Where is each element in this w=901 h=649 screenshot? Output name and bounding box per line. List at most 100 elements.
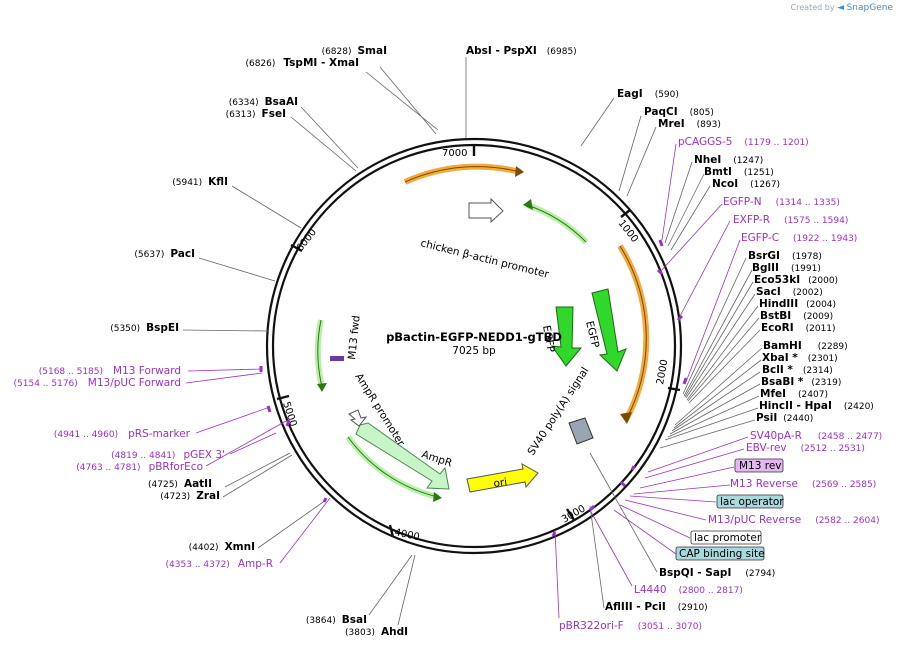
site-xbai-name: XbaI *	[762, 352, 798, 364]
primer-sv40par: SV40pA-R (2458 .. 2477)	[750, 430, 882, 442]
site-xbai: XbaI *(2301)	[762, 352, 838, 364]
site-bglii: BglII(1991)	[752, 262, 821, 274]
primer-egfpc: EGFP-C(1922 .. 1943)	[741, 232, 857, 244]
site-mrei-pos: (893)	[697, 120, 721, 130]
site-pspxi-name: PspXI	[503, 45, 536, 57]
feature-arc-orange-top-line	[404, 166, 521, 183]
site-hincii: HincII - HpaI(2420)	[759, 400, 874, 412]
site-leaders	[182, 57, 763, 626]
site-eco53ki-name: Eco53kI	[754, 274, 800, 286]
primer-l4440-pos: (2800 .. 2817)	[679, 586, 743, 596]
sv40-box	[568, 417, 594, 445]
m13-fwd-label: M13 fwd	[346, 315, 363, 361]
primer-egfpn-pos: (1314 .. 1335)	[776, 198, 840, 208]
arrowhead-green-ampr	[433, 492, 442, 502]
site-afliii-name: AflIII	[605, 601, 633, 613]
site-zrai-pos: (4723)	[160, 492, 190, 502]
primer-pgex-name: pGEX 3'	[183, 449, 225, 461]
site-kfli-pos: (5941)	[172, 178, 202, 188]
primer-marks	[259, 239, 688, 537]
primer-m13puc-fwd-pos: (5154 .. 5176)	[14, 379, 78, 389]
primer-sv40par-name: SV40pA-R	[750, 430, 802, 442]
site-bsai-name: BsaI	[342, 614, 367, 626]
egfp-arrow-1	[550, 306, 583, 367]
site-psii-pos: (2440)	[783, 414, 813, 424]
site-tspmi-name: TspMI	[283, 57, 317, 69]
primer-pcaggs-name: pCAGGS-5	[678, 136, 732, 148]
site-mrei: MreI(893)	[658, 118, 721, 130]
site-eco53ki: Eco53kI(2000)	[754, 274, 838, 286]
feature-arc-orange-right-line	[619, 245, 647, 421]
site-paqci: PaqCI (805)	[644, 106, 714, 118]
tick-4000: 4000	[393, 527, 420, 543]
site-mfei-pos: (2407)	[798, 390, 828, 400]
site-bsaai: (6334) BsaAI	[229, 96, 298, 108]
tick-1000: 1000	[616, 218, 640, 245]
backbone-outer	[265, 137, 683, 555]
site-bsabi-name: BsaBI *	[761, 376, 804, 388]
site-bstbi-pos: (2009)	[803, 312, 833, 322]
site-smai-pos: (6828)	[322, 47, 352, 57]
tick-7000: 7000	[442, 148, 467, 159]
ampr-promoter-arrow	[348, 409, 368, 427]
primer-m13reverse-name: M13 Reverse	[730, 478, 798, 490]
plasmid-length: 7025 bp	[452, 345, 496, 357]
primer-m13reverse: M13 Reverse(2569 .. 2585)	[730, 478, 876, 490]
site-mfei-name: MfeI	[760, 388, 786, 400]
tick-marks	[276, 144, 681, 538]
primer-sv40par-pos: (2458 .. 2477)	[818, 432, 882, 442]
primer-pbrfor: (4763 .. 4781)pBRforEco	[76, 461, 203, 473]
site-tspmi-sep: -	[317, 57, 329, 69]
site-zrai: (4723) ZraI	[160, 490, 220, 502]
lac-operator-label: lac operator	[720, 496, 784, 508]
site-paqci-name: PaqCI	[644, 106, 678, 118]
snapgene-logo-icon: ◄	[837, 3, 845, 13]
primer-exfpr-pos: (1575 .. 1594)	[784, 216, 848, 226]
left-primer-labels: (5168 .. 5185)M13 Forward (5154 .. 5176)…	[14, 365, 273, 570]
site-smai-name: SmaI	[358, 45, 388, 57]
site-eagi-name: EagI	[617, 88, 643, 100]
primer-ampr-name: Amp-R	[238, 558, 273, 570]
site-bspei: (5350)BspEI	[110, 322, 179, 334]
site-eagi-pos: (590)	[655, 90, 679, 100]
site-bmti-pos: (1251)	[744, 168, 774, 178]
site-zrai-name: ZraI	[196, 490, 220, 502]
site-eagi: EagI (590)	[617, 88, 679, 100]
site-ncoi-name: NcoI	[712, 178, 738, 190]
site-psii: PsiI(2440)	[756, 412, 813, 424]
site-pcii-name: PciI	[644, 601, 665, 613]
site-xmai-name: XmaI	[329, 57, 359, 69]
site-paqci-pos: (805)	[690, 108, 714, 118]
arrowhead-orange-top	[515, 166, 524, 177]
primer-pbrfor-pos: (4763 .. 4781)	[76, 463, 140, 473]
primer-l4440: L4440(2800 .. 2817)	[634, 584, 743, 596]
site-fsei: (6313)FseI	[226, 108, 286, 120]
site-bspqi-pos: (2794)	[745, 569, 775, 579]
primer-m13puc-fwd: (5154 .. 5176)M13/pUC Forward	[14, 377, 181, 389]
site-bamhi-pos: (2289)	[818, 342, 848, 352]
credit-brand: SnapGene	[846, 3, 893, 13]
left-site-labels: AbsI - PspXI(6985) (6828)SmaI (6826)TspM…	[110, 45, 577, 638]
chicken-actin-label: chicken β-actin promoter	[419, 237, 550, 281]
site-bsai-pos: (3864)	[306, 616, 336, 626]
site-bsaai-name: BsaAI	[265, 96, 298, 108]
site-ncoi: NcoI(1267)	[712, 178, 780, 190]
primer-ampr: (4353 .. 4372)Amp-R	[166, 558, 273, 570]
site-bsaai-pos: (6334)	[229, 98, 259, 108]
site-ecori-pos: (2011)	[806, 324, 836, 334]
site-bspei-name: BspEI	[146, 322, 179, 334]
primer-m13fwd: (5168 .. 5185)M13 Forward	[39, 365, 181, 377]
site-hindiii: HindIII(2004)	[759, 298, 836, 310]
cap-site-label: CAP binding site	[679, 548, 765, 560]
site-kfli: (5941)KflI	[172, 176, 228, 188]
primer-egfpc-pos: (1922 .. 1943)	[793, 234, 857, 244]
site-bstbi: BstBI(2009)	[760, 310, 833, 322]
site-absi-sep: -	[492, 45, 504, 57]
site-absi-pos: (6985)	[547, 47, 577, 57]
site-bspqi-name: BspQI	[659, 567, 694, 579]
site-nhei-name: NheI	[694, 154, 721, 166]
egfp-arrow-2	[591, 288, 627, 372]
primer-pbr322-name: pBR322ori-F	[559, 620, 624, 632]
ampr-arrow	[355, 422, 450, 490]
